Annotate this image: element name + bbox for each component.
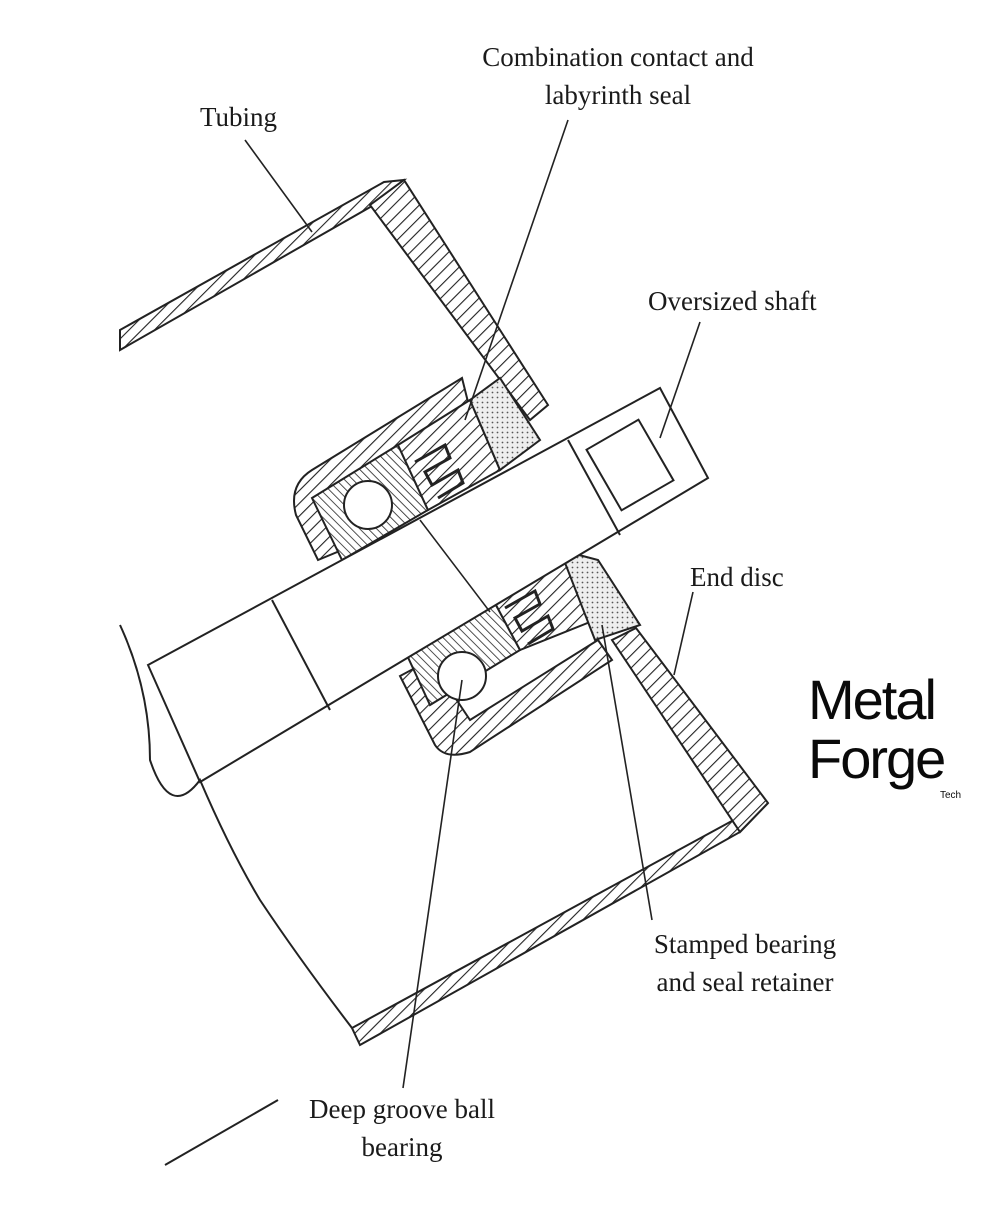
ball-lower xyxy=(437,651,487,701)
leader-retainer xyxy=(601,624,653,921)
leader-bearing xyxy=(402,679,463,1089)
tubing-wall-top xyxy=(119,178,408,352)
leader-lines xyxy=(244,119,701,1089)
label-shaft: Oversized shaft xyxy=(648,282,817,320)
label-end-disc-text: End disc xyxy=(690,562,784,592)
upper-bearing xyxy=(310,443,430,562)
logo-forge-text: Forge xyxy=(808,727,946,790)
label-retainer-line2: and seal retainer xyxy=(656,967,834,997)
logo-line-forge: Forge xyxy=(808,726,946,792)
label-shaft-text: Oversized shaft xyxy=(648,286,817,316)
leader-seal xyxy=(464,119,569,421)
label-tubing: Tubing xyxy=(200,98,277,136)
logo-line-tech: Tech xyxy=(940,790,961,802)
upper-seal xyxy=(396,376,542,512)
metalforge-logo: Metal Forge Tech xyxy=(808,660,978,810)
leader-shaft xyxy=(659,321,701,439)
leader-end-disc xyxy=(673,591,694,676)
ball-upper xyxy=(343,480,393,530)
label-end-disc: End disc xyxy=(690,558,784,596)
label-retainer: Stamped bearing and seal retainer xyxy=(640,925,850,1001)
shaft-flat xyxy=(585,418,675,512)
end-disc xyxy=(368,178,770,834)
label-seal-line2: labyrinth seal xyxy=(544,80,692,110)
label-bearing-line2: bearing xyxy=(361,1132,443,1162)
roller-body-outline xyxy=(119,624,353,1166)
oversized-shaft xyxy=(146,386,710,784)
label-seal-line1: Combination contact and xyxy=(482,42,754,72)
leader-tubing xyxy=(244,139,313,233)
label-seal: Combination contact and labyrinth seal xyxy=(468,38,768,114)
label-retainer-line1: Stamped bearing xyxy=(653,929,837,959)
logo-tech-text: Tech xyxy=(940,790,962,801)
label-tubing-text: Tubing xyxy=(200,102,278,132)
logo-metal-text: Metal xyxy=(808,668,937,731)
logo-line-metal: Metal xyxy=(808,660,937,740)
label-bearing: Deep groove ball bearing xyxy=(292,1090,512,1166)
label-bearing-line1: Deep groove ball xyxy=(309,1094,495,1124)
